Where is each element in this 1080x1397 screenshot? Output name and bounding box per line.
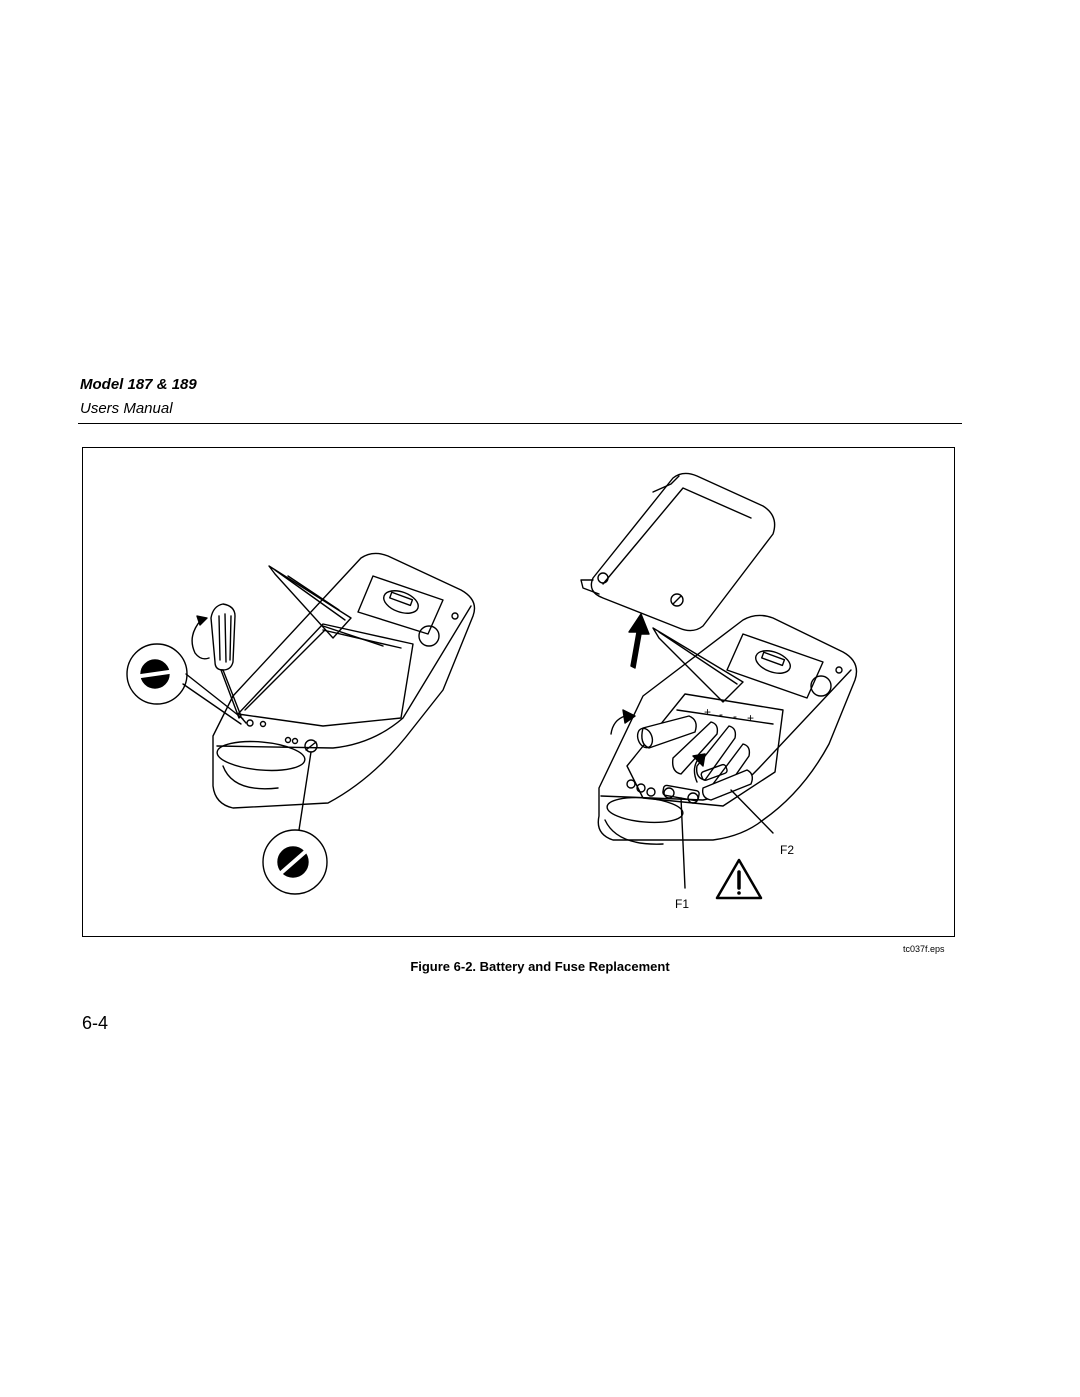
battery-cover-removed: [580, 472, 776, 632]
callout-f2: F2: [780, 843, 794, 857]
figure-caption: Figure 6-2. Battery and Fuse Replacement: [410, 959, 670, 974]
header-manual-title: Users Manual: [80, 400, 173, 417]
polarity-plus: +: [704, 705, 711, 719]
up-arrow-icon: [628, 613, 650, 669]
figure-frame: + - - + F2 F1: [82, 447, 955, 937]
meter-right: [597, 614, 858, 845]
polarity-plus: +: [747, 711, 754, 725]
rotate-arrow-icon: [191, 615, 210, 660]
screw-slot-icon: [262, 751, 328, 895]
polarity-minus: -: [719, 707, 723, 721]
figure-file-tag: tc037f.eps: [903, 944, 945, 954]
battery-polarity-marks: + - - +: [704, 705, 754, 725]
meter-left: [212, 552, 476, 809]
polarity-minus: -: [733, 709, 737, 723]
callout-leaders: [680, 789, 774, 889]
figure-illustration: + - - + F2 F1: [126, 472, 858, 911]
rotate-arrow-icon: [610, 709, 706, 783]
header-model-title: Model 187 & 189: [80, 376, 197, 393]
callout-f1: F1: [675, 897, 689, 911]
warning-triangle-icon: [715, 858, 763, 900]
header-divider: [78, 423, 962, 424]
screw-slot-icon: [126, 643, 244, 725]
page-number: 6-4: [82, 1013, 109, 1033]
